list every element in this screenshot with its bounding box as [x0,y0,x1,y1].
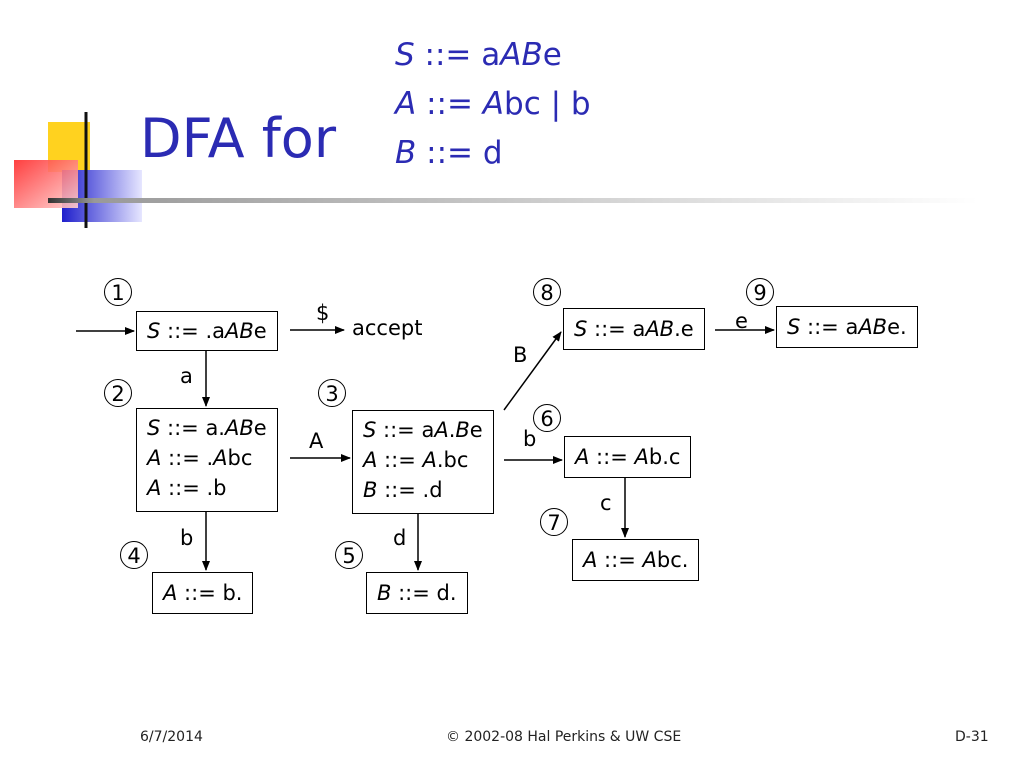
state-box-7: A ::= Abc. [572,539,700,581]
grammar-rule-a: A ::= Abc | b [395,86,591,122]
state-number-5: 5 [335,541,363,569]
state-box-8: S ::= aAB.e [563,308,705,350]
grammar-rule-b: B ::= d [395,135,503,171]
accept-label: accept [352,316,423,340]
state-box-6: A ::= Ab.c [564,436,692,478]
edge-label-b-2-4: b [180,526,194,550]
edge-label-B: B [513,343,528,367]
slide-title: DFA for [140,107,337,170]
footer-date: 6/7/2014 [140,729,203,745]
edge-label-b-3-6: b [523,427,537,451]
state-box-3: S ::= aA.Be A ::= A.bc B ::= .d [352,410,494,514]
edge-label-c: c [600,491,612,515]
state-box-4: A ::= b. [152,572,254,614]
footer-page-number: D-31 [955,729,989,745]
edge-label-A: A [309,429,324,453]
state-number-9: 9 [746,278,774,306]
state-box-1: S ::= .aABe [136,311,278,351]
edge-label-d: d [393,526,407,550]
edge-label-e: e [735,309,748,333]
state-box-9: S ::= aABe. [776,306,918,348]
state-number-4: 4 [120,541,148,569]
state-number-8: 8 [533,278,561,306]
edge-label-dollar: $ [316,301,330,325]
footer-copyright: © 2002-08 Hal Perkins & UW CSE [446,729,682,745]
state-number-3: 3 [318,379,346,407]
state-box-2: S ::= a.ABe A ::= .Abc A ::= .b [136,408,278,512]
state-number-2: 2 [104,379,132,407]
state-number-1: 1 [104,278,132,306]
grammar-rule-s: S ::= aABe [395,37,562,73]
corner-decoration [14,112,142,228]
edge-label-a: a [180,364,193,388]
state-number-6: 6 [533,404,561,432]
edge-3-8 [503,331,562,411]
state-box-5: B ::= d. [366,572,468,614]
state-number-7: 7 [540,508,568,536]
title-underline [48,198,978,203]
